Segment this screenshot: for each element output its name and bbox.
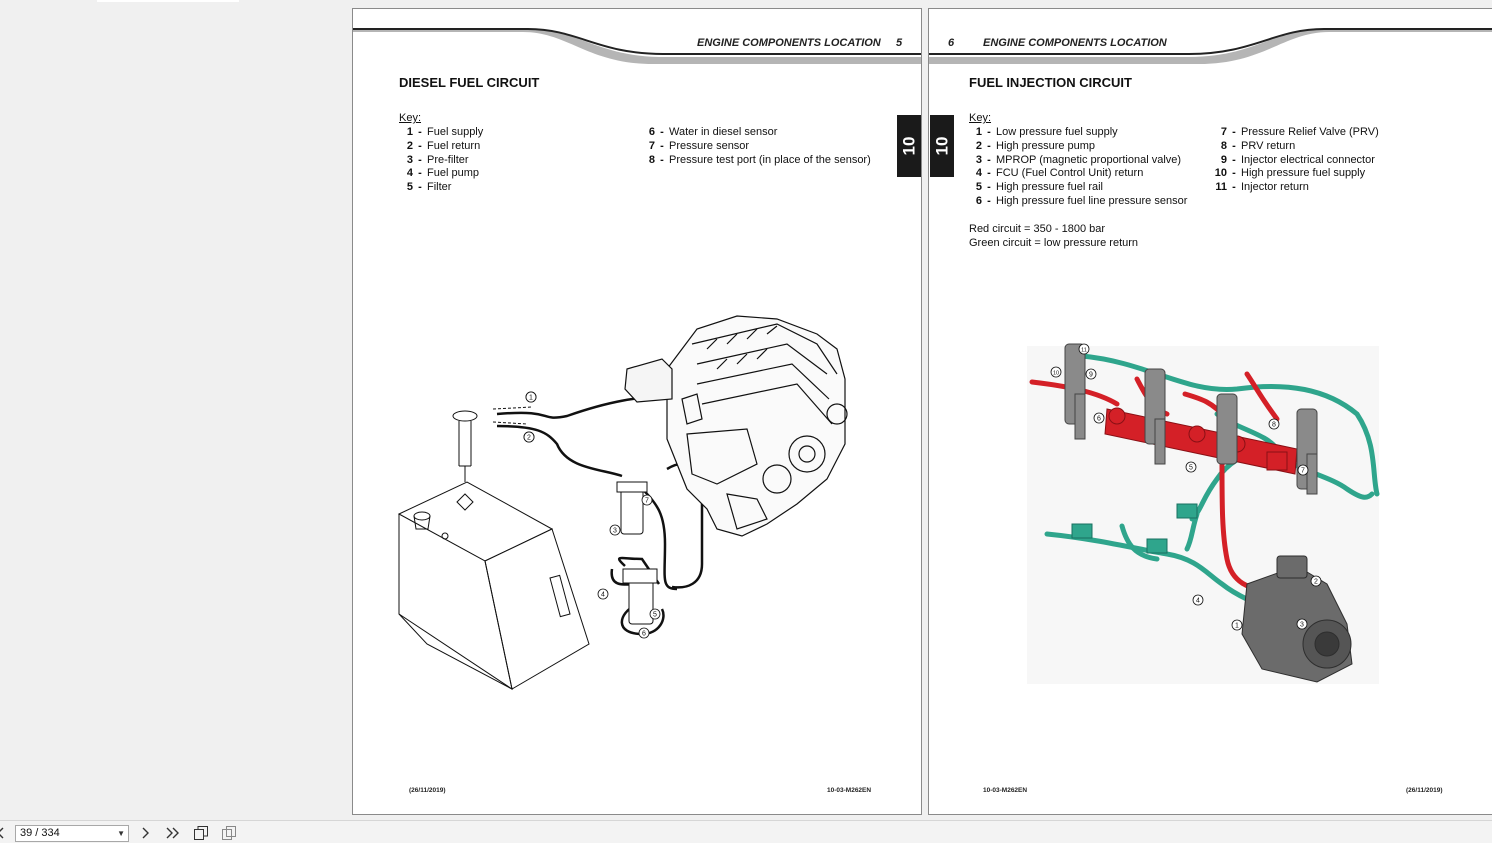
double-chevron-right-icon bbox=[166, 827, 179, 839]
list-item: 10-High pressure fuel supply bbox=[1214, 167, 1366, 180]
list-item: 4-Fuel pump bbox=[406, 167, 479, 180]
viewer-toolbar: 39 / 334 ▼ bbox=[0, 820, 1492, 843]
page-indicator: 39 / 334 bbox=[20, 827, 60, 839]
callout-4: 4 bbox=[601, 592, 605, 599]
copy-icon bbox=[194, 826, 208, 840]
section-title: FUEL INJECTION CIRCUIT bbox=[969, 75, 1132, 90]
key-list-col2: 7-Pressure Relief Valve (PRV) 8-PRV retu… bbox=[1212, 126, 1379, 195]
diesel-fuel-circuit-diagram: 1 2 3 4 5 6 7 bbox=[397, 315, 848, 691]
section-tab: 10 bbox=[930, 115, 954, 177]
document-page-5: ENGINE COMPONENTS LOCATION 5 DIESEL FUEL… bbox=[352, 8, 922, 815]
running-header-title: ENGINE COMPONENTS LOCATION bbox=[983, 37, 1167, 49]
list-item: 6-Water in diesel sensor bbox=[648, 126, 778, 138]
key-list-col1: 1-Fuel supply 2-Fuel return 3-Pre-filter… bbox=[399, 126, 483, 195]
list-item: 1-Low pressure fuel supply bbox=[975, 126, 1118, 138]
header-swoosh bbox=[929, 28, 1492, 64]
callout-6: 6 bbox=[1097, 416, 1101, 423]
callout-2: 2 bbox=[1314, 579, 1318, 586]
chevron-right-icon bbox=[142, 827, 149, 839]
list-item: 6-High pressure fuel line pressure senso… bbox=[975, 194, 1188, 207]
list-item: 7-Pressure Relief Valve (PRV) bbox=[1220, 126, 1379, 138]
list-item: 5-High pressure fuel rail bbox=[975, 181, 1103, 194]
list-item: 8-PRV return bbox=[1220, 139, 1296, 152]
list-item: 7-Pressure sensor bbox=[648, 139, 750, 152]
callout-3: 3 bbox=[1300, 622, 1304, 629]
callout-10: 10 bbox=[1053, 371, 1059, 377]
key-heading: Key: bbox=[969, 112, 992, 124]
callout-5: 5 bbox=[1189, 465, 1193, 472]
callout-8: 8 bbox=[1272, 422, 1276, 429]
key-list-col1: 1-Low pressure fuel supply 2-High pressu… bbox=[969, 126, 1188, 209]
list-item: 8-Pressure test port (in place of the se… bbox=[648, 153, 871, 166]
note-red-circuit: Red circuit = 350 - 1800 bar bbox=[969, 223, 1106, 235]
footer-code: 10-03-M262EN bbox=[983, 787, 1028, 794]
callout-7: 7 bbox=[1301, 468, 1305, 475]
callout-6: 6 bbox=[642, 631, 646, 638]
last-page-button[interactable] bbox=[164, 824, 182, 842]
callout-7: 7 bbox=[645, 498, 649, 505]
list-item: 5-Filter bbox=[406, 181, 452, 194]
note-green-circuit: Green circuit = low pressure return bbox=[969, 237, 1139, 249]
prev-page-icon[interactable] bbox=[0, 824, 10, 842]
footer-code: 10-03-M262EN bbox=[827, 787, 872, 794]
pages-icon bbox=[222, 826, 236, 840]
copy-view-button[interactable] bbox=[192, 824, 210, 842]
list-item: 3-Pre-filter bbox=[406, 153, 469, 166]
callout-1: 1 bbox=[1235, 623, 1239, 630]
callout-1: 1 bbox=[529, 395, 533, 402]
document-page-6: 6 ENGINE COMPONENTS LOCATION FUEL INJECT… bbox=[928, 8, 1492, 815]
list-item: 9-Injector electrical connector bbox=[1220, 153, 1375, 166]
section-title: DIESEL FUEL CIRCUIT bbox=[399, 75, 540, 90]
header-swoosh bbox=[353, 28, 921, 64]
callout-2: 2 bbox=[527, 435, 531, 442]
callout-5: 5 bbox=[653, 612, 657, 619]
next-page-button[interactable] bbox=[136, 824, 154, 842]
running-header-title: ENGINE COMPONENTS LOCATION bbox=[697, 37, 881, 49]
section-tab: 10 bbox=[897, 115, 921, 177]
list-item: 2-Fuel return bbox=[406, 139, 481, 152]
list-item: 11-Injector return bbox=[1215, 181, 1309, 194]
callout-4: 4 bbox=[1196, 598, 1200, 605]
chevron-down-icon[interactable]: ▼ bbox=[117, 829, 125, 838]
list-item: 4-FCU (Fuel Control Unit) return bbox=[975, 167, 1144, 180]
footer-date: (26/11/2019) bbox=[1406, 787, 1443, 794]
page-number: 5 bbox=[896, 37, 903, 49]
page-number: 6 bbox=[948, 37, 955, 49]
list-item: 1-Fuel supply bbox=[406, 126, 484, 138]
page-number-select[interactable]: 39 / 334 ▼ bbox=[15, 825, 129, 842]
window-top-strip bbox=[97, 0, 239, 2]
list-item: 3-MPROP (magnetic proportional valve) bbox=[975, 153, 1182, 166]
callout-11: 11 bbox=[1081, 348, 1087, 354]
list-item: 2-High pressure pump bbox=[975, 139, 1096, 152]
callout-9: 9 bbox=[1089, 372, 1093, 379]
two-page-view-button[interactable] bbox=[220, 824, 238, 842]
key-heading: Key: bbox=[399, 112, 422, 124]
fuel-injection-circuit-diagram: 1 2 3 4 5 6 7 8 9 10 11 bbox=[1027, 343, 1380, 684]
callout-3: 3 bbox=[613, 528, 617, 535]
key-list-col2: 6-Water in diesel sensor 7-Pressure sens… bbox=[643, 126, 871, 167]
footer-date: (26/11/2019) bbox=[409, 787, 446, 794]
